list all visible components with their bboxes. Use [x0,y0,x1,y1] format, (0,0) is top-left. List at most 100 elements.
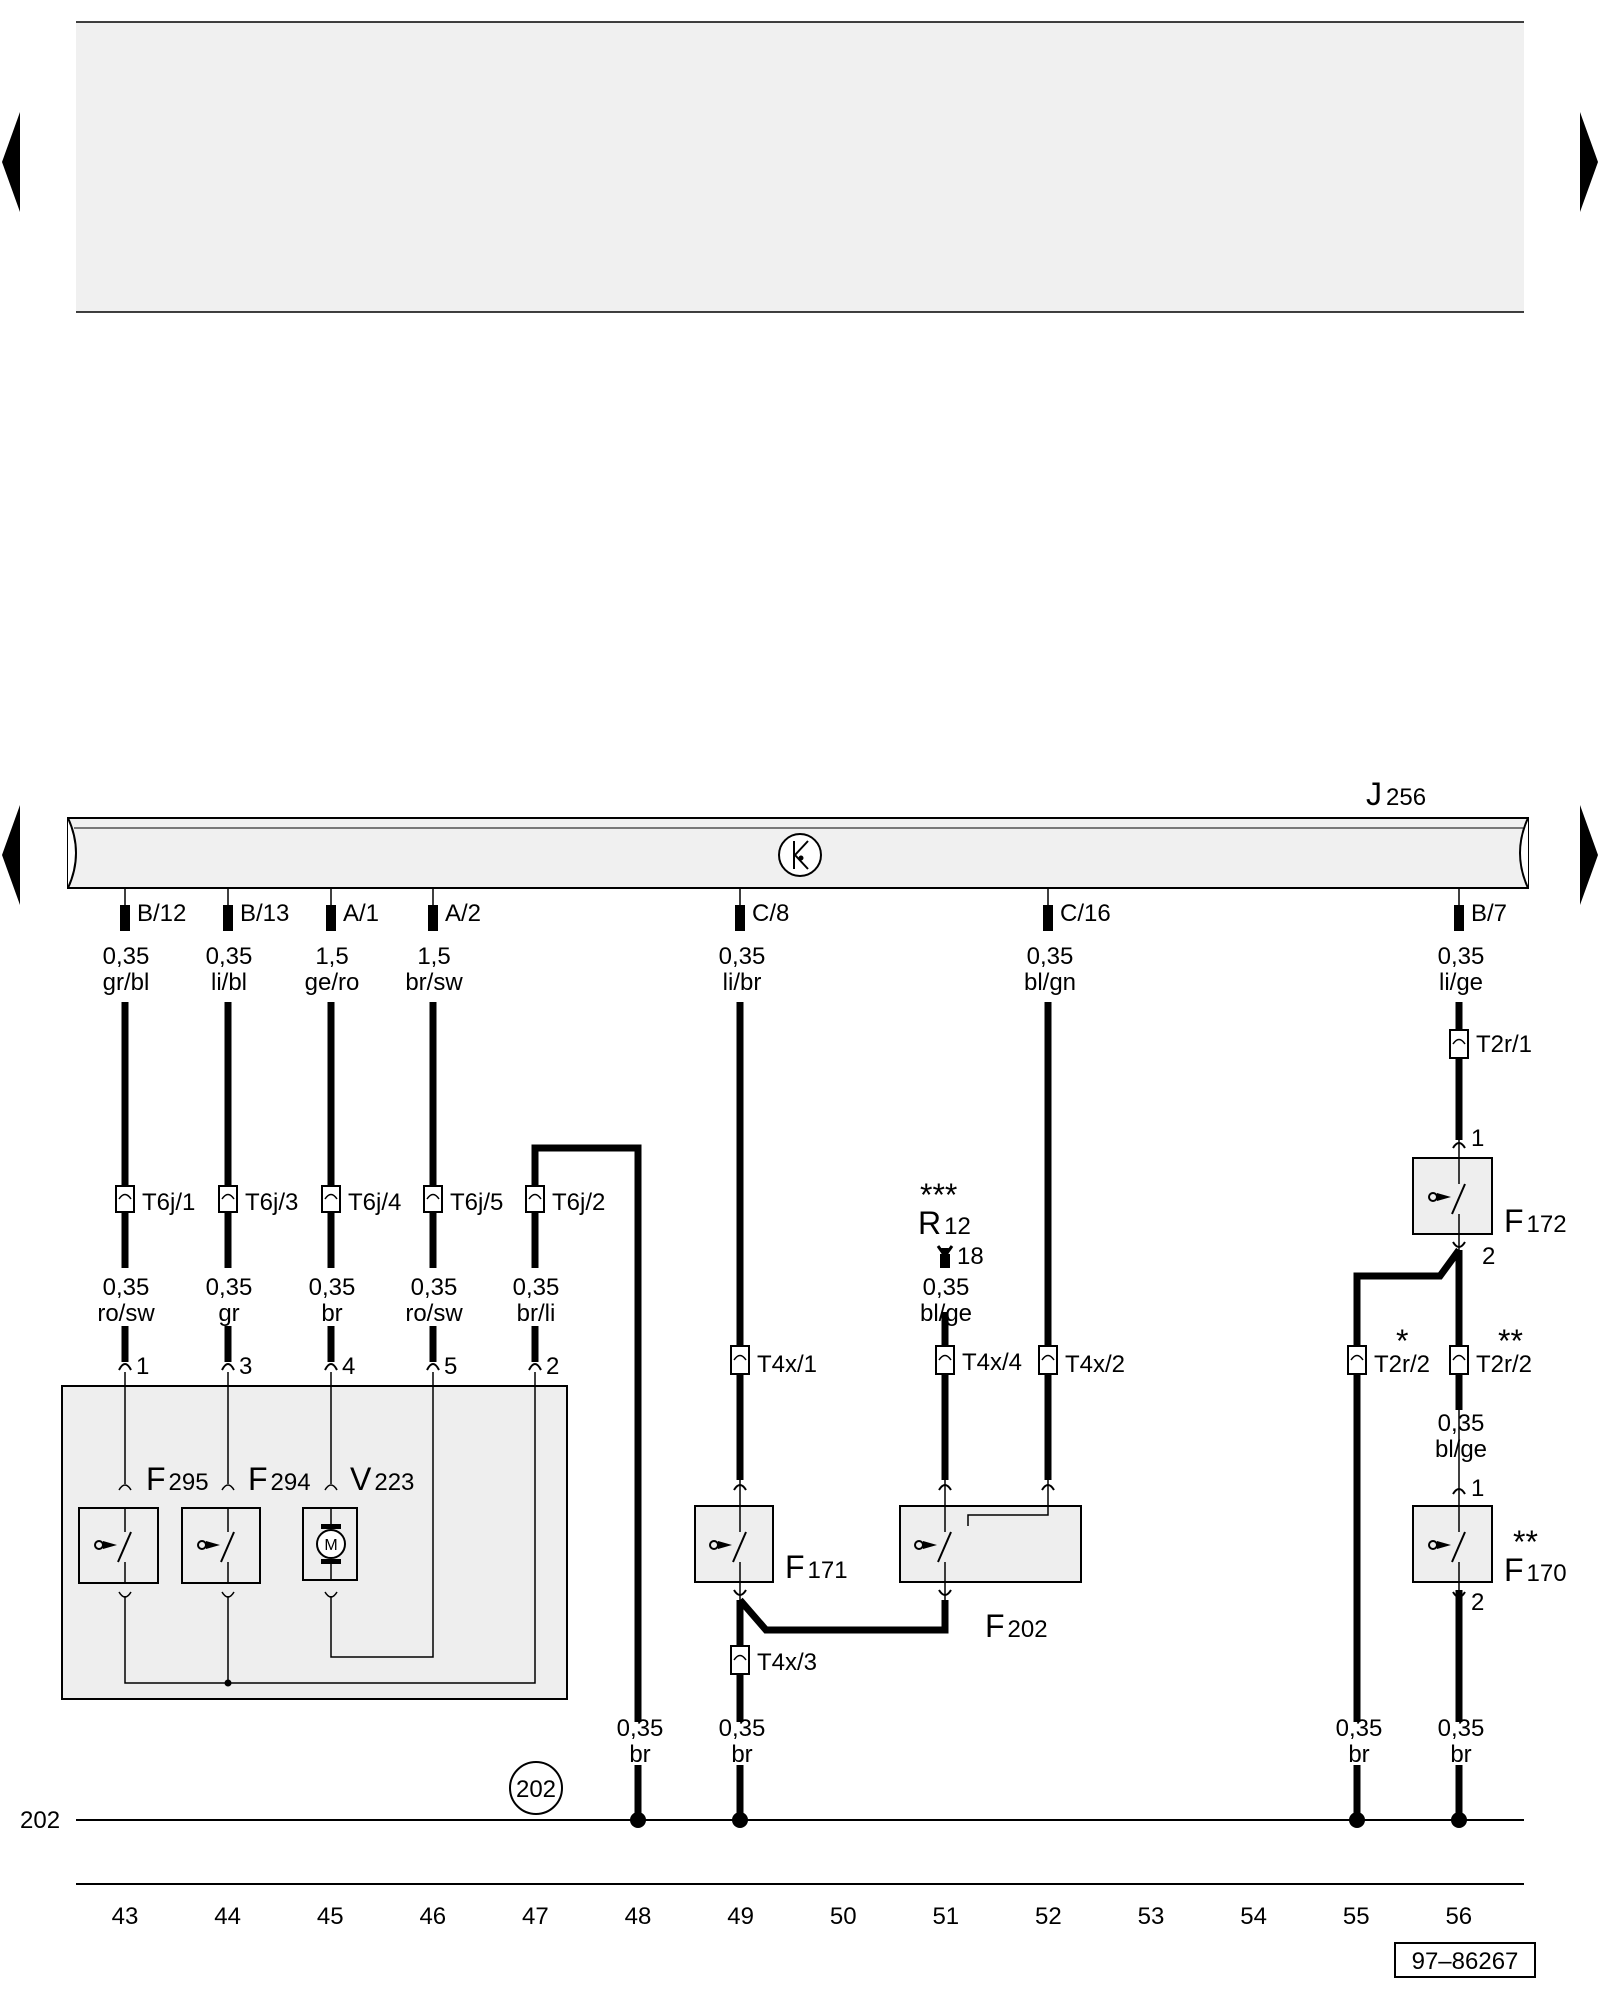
reference-number-box [1394,1942,1536,1978]
svg-text:0,35: 0,35 [103,1274,150,1301]
wire-f172-c55 [1353,1247,1462,1346]
svg-text:li/ge: li/ge [1439,969,1483,996]
svg-text:br/li: br/li [517,1300,556,1327]
column-number: 45 [317,1903,344,1930]
ground-junction-dots [630,1812,1467,1828]
connector-t6j2-icon [525,1185,545,1213]
connector-t6j5-icon [423,1185,443,1213]
svg-text:br: br [1450,1741,1471,1768]
svg-text:0,35: 0,35 [923,1274,970,1301]
connector-label-t2r1: T2r/1 [1476,1031,1532,1058]
svg-text:0,35: 0,35 [309,1274,356,1301]
connector-t6j4-icon [321,1185,341,1213]
pin-label-c49: C/8 [752,900,789,927]
svg-text:li/bl: li/bl [211,969,247,996]
connector-t4x2-icon [1038,1345,1058,1375]
svg-text:0,35: 0,35 [1438,943,1485,970]
ground-point-bubble [509,1761,563,1815]
pin-label-c44: B/13 [240,900,289,927]
connector-t4x3-icon [730,1645,750,1675]
svg-text:1,5: 1,5 [417,943,450,970]
svg-text:ge/ro: ge/ro [305,969,360,996]
svg-text:0,35: 0,35 [1438,1715,1485,1742]
connector-label-t2r2b: T2r/2 [1476,1351,1532,1378]
svg-text:bl/gn: bl/gn [1024,969,1076,996]
connector-label-t4x2: T4x/2 [1065,1351,1125,1378]
connector-label-t6j3: T6j/3 [245,1189,298,1216]
switch-f294-icon [181,1507,261,1584]
svg-text:bl/ge: bl/ge [920,1300,972,1327]
wire-c47-c48-loop [531,1144,642,1722]
reference-number: 97–86267 [1412,1948,1519,1975]
connector-label-t4x3: T4x/3 [757,1649,817,1676]
switch-f170-icon [1412,1410,1493,1598]
pin-label-c56: B/7 [1471,900,1507,927]
internal-junction-dot [224,1679,232,1687]
motor-symbol-label: M [324,1537,337,1554]
svg-text:br: br [1348,1741,1369,1768]
column-number: 52 [1035,1903,1062,1930]
connector-t2r2a-icon [1347,1345,1367,1375]
connector-t2r1-icon [1449,1029,1469,1059]
ground-bus-label: 202 [20,1807,60,1834]
motor-v223-icon [302,1507,358,1581]
r12-stub-icon [936,1245,954,1268]
pin-number-a2: 2 [546,1353,559,1380]
svg-text:0,35: 0,35 [1438,1410,1485,1437]
column-number: 47 [522,1903,549,1930]
svg-text:0,35: 0,35 [719,943,766,970]
switch-f295-icon [78,1507,159,1584]
pin-number-f170-2: 2 [1471,1589,1484,1616]
column-number: 56 [1445,1903,1472,1930]
connector-t6j1-icon [115,1185,135,1213]
column-number: 54 [1240,1903,1267,1930]
column-number: 51 [932,1903,959,1930]
connector-t4x4-icon [935,1345,955,1375]
svg-text:ro/sw: ro/sw [405,1300,463,1327]
svg-text:gr/bl: gr/bl [103,969,150,996]
column-number: 55 [1343,1903,1370,1930]
pin-number-a5: 5 [444,1353,457,1380]
column-number: 46 [419,1903,446,1930]
svg-text:bl/ge: bl/ge [1435,1436,1487,1463]
wire-f171-f202 [737,1597,949,1634]
svg-text:0,35: 0,35 [1336,1715,1383,1742]
footnote-mark-f170: ** [1513,1524,1538,1560]
connector-t4x1-icon [730,1345,750,1375]
column-number: 49 [727,1903,754,1930]
control-module-bar [67,817,1529,889]
pin-label-c45: A/1 [343,900,379,927]
control-unit-symbol-icon [778,833,822,877]
svg-text:gr: gr [218,1300,239,1327]
next-page-arrow-icon[interactable] [1580,112,1598,212]
svg-text:0,35: 0,35 [513,1274,560,1301]
footnote-mark-t2r2a: * [1396,1323,1408,1359]
previous-page-arrow-icon-2[interactable] [2,805,20,905]
previous-page-arrow-icon[interactable] [2,112,20,212]
connector-label-t2r2a: T2r/2 [1374,1351,1430,1378]
footnote-mark-t2r2b: ** [1498,1323,1523,1359]
module-pin-tabs [120,905,1464,931]
next-page-arrow-icon-2[interactable] [1580,805,1598,905]
module-leads [124,888,1460,905]
svg-text:0,35: 0,35 [1027,943,1074,970]
